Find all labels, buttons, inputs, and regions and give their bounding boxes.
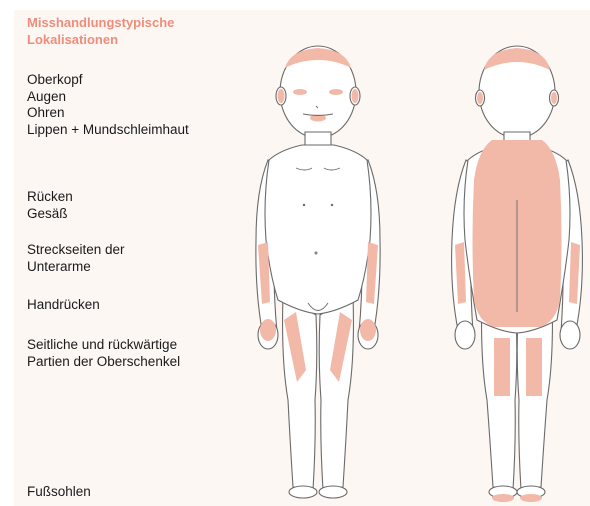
label-handruecken: Handrücken: [27, 297, 100, 314]
label-oberschenkel-1: Seitliche und rückwärtige: [27, 337, 180, 354]
label-group-feet: Fußsohlen: [27, 484, 91, 501]
label-ruecken: Rücken: [27, 189, 73, 206]
label-augen: Augen: [27, 89, 189, 106]
label-gesaess: Gesäß: [27, 206, 73, 223]
label-group-forearms: Streckseiten der Unterarme: [27, 242, 125, 275]
label-group-head: Oberkopf Augen Ohren Lippen + Mundschlei…: [27, 72, 189, 138]
label-group-back: Rücken Gesäß: [27, 189, 73, 222]
title-line-2: Lokalisationen: [27, 31, 174, 48]
figure-title: Misshandlungstypische Lokalisationen: [27, 14, 174, 48]
title-line-1: Misshandlungstypische: [27, 14, 174, 31]
label-lippen: Lippen + Mundschleimhaut: [27, 122, 189, 139]
label-streckseiten-2: Unterarme: [27, 259, 125, 276]
back-body-figure: [452, 46, 583, 502]
label-group-hands: Handrücken: [27, 297, 100, 314]
body-figures: [225, 38, 590, 506]
label-fusssohlen: Fußsohlen: [27, 484, 91, 501]
label-oberschenkel-2: Partien der Oberschenkel: [27, 354, 180, 371]
label-ohren: Ohren: [27, 105, 189, 122]
front-body-figure: [256, 46, 380, 498]
label-oberkopf: Oberkopf: [27, 72, 189, 89]
label-streckseiten-1: Streckseiten der: [27, 242, 125, 259]
label-group-thighs: Seitliche und rückwärtige Partien der Ob…: [27, 337, 180, 370]
